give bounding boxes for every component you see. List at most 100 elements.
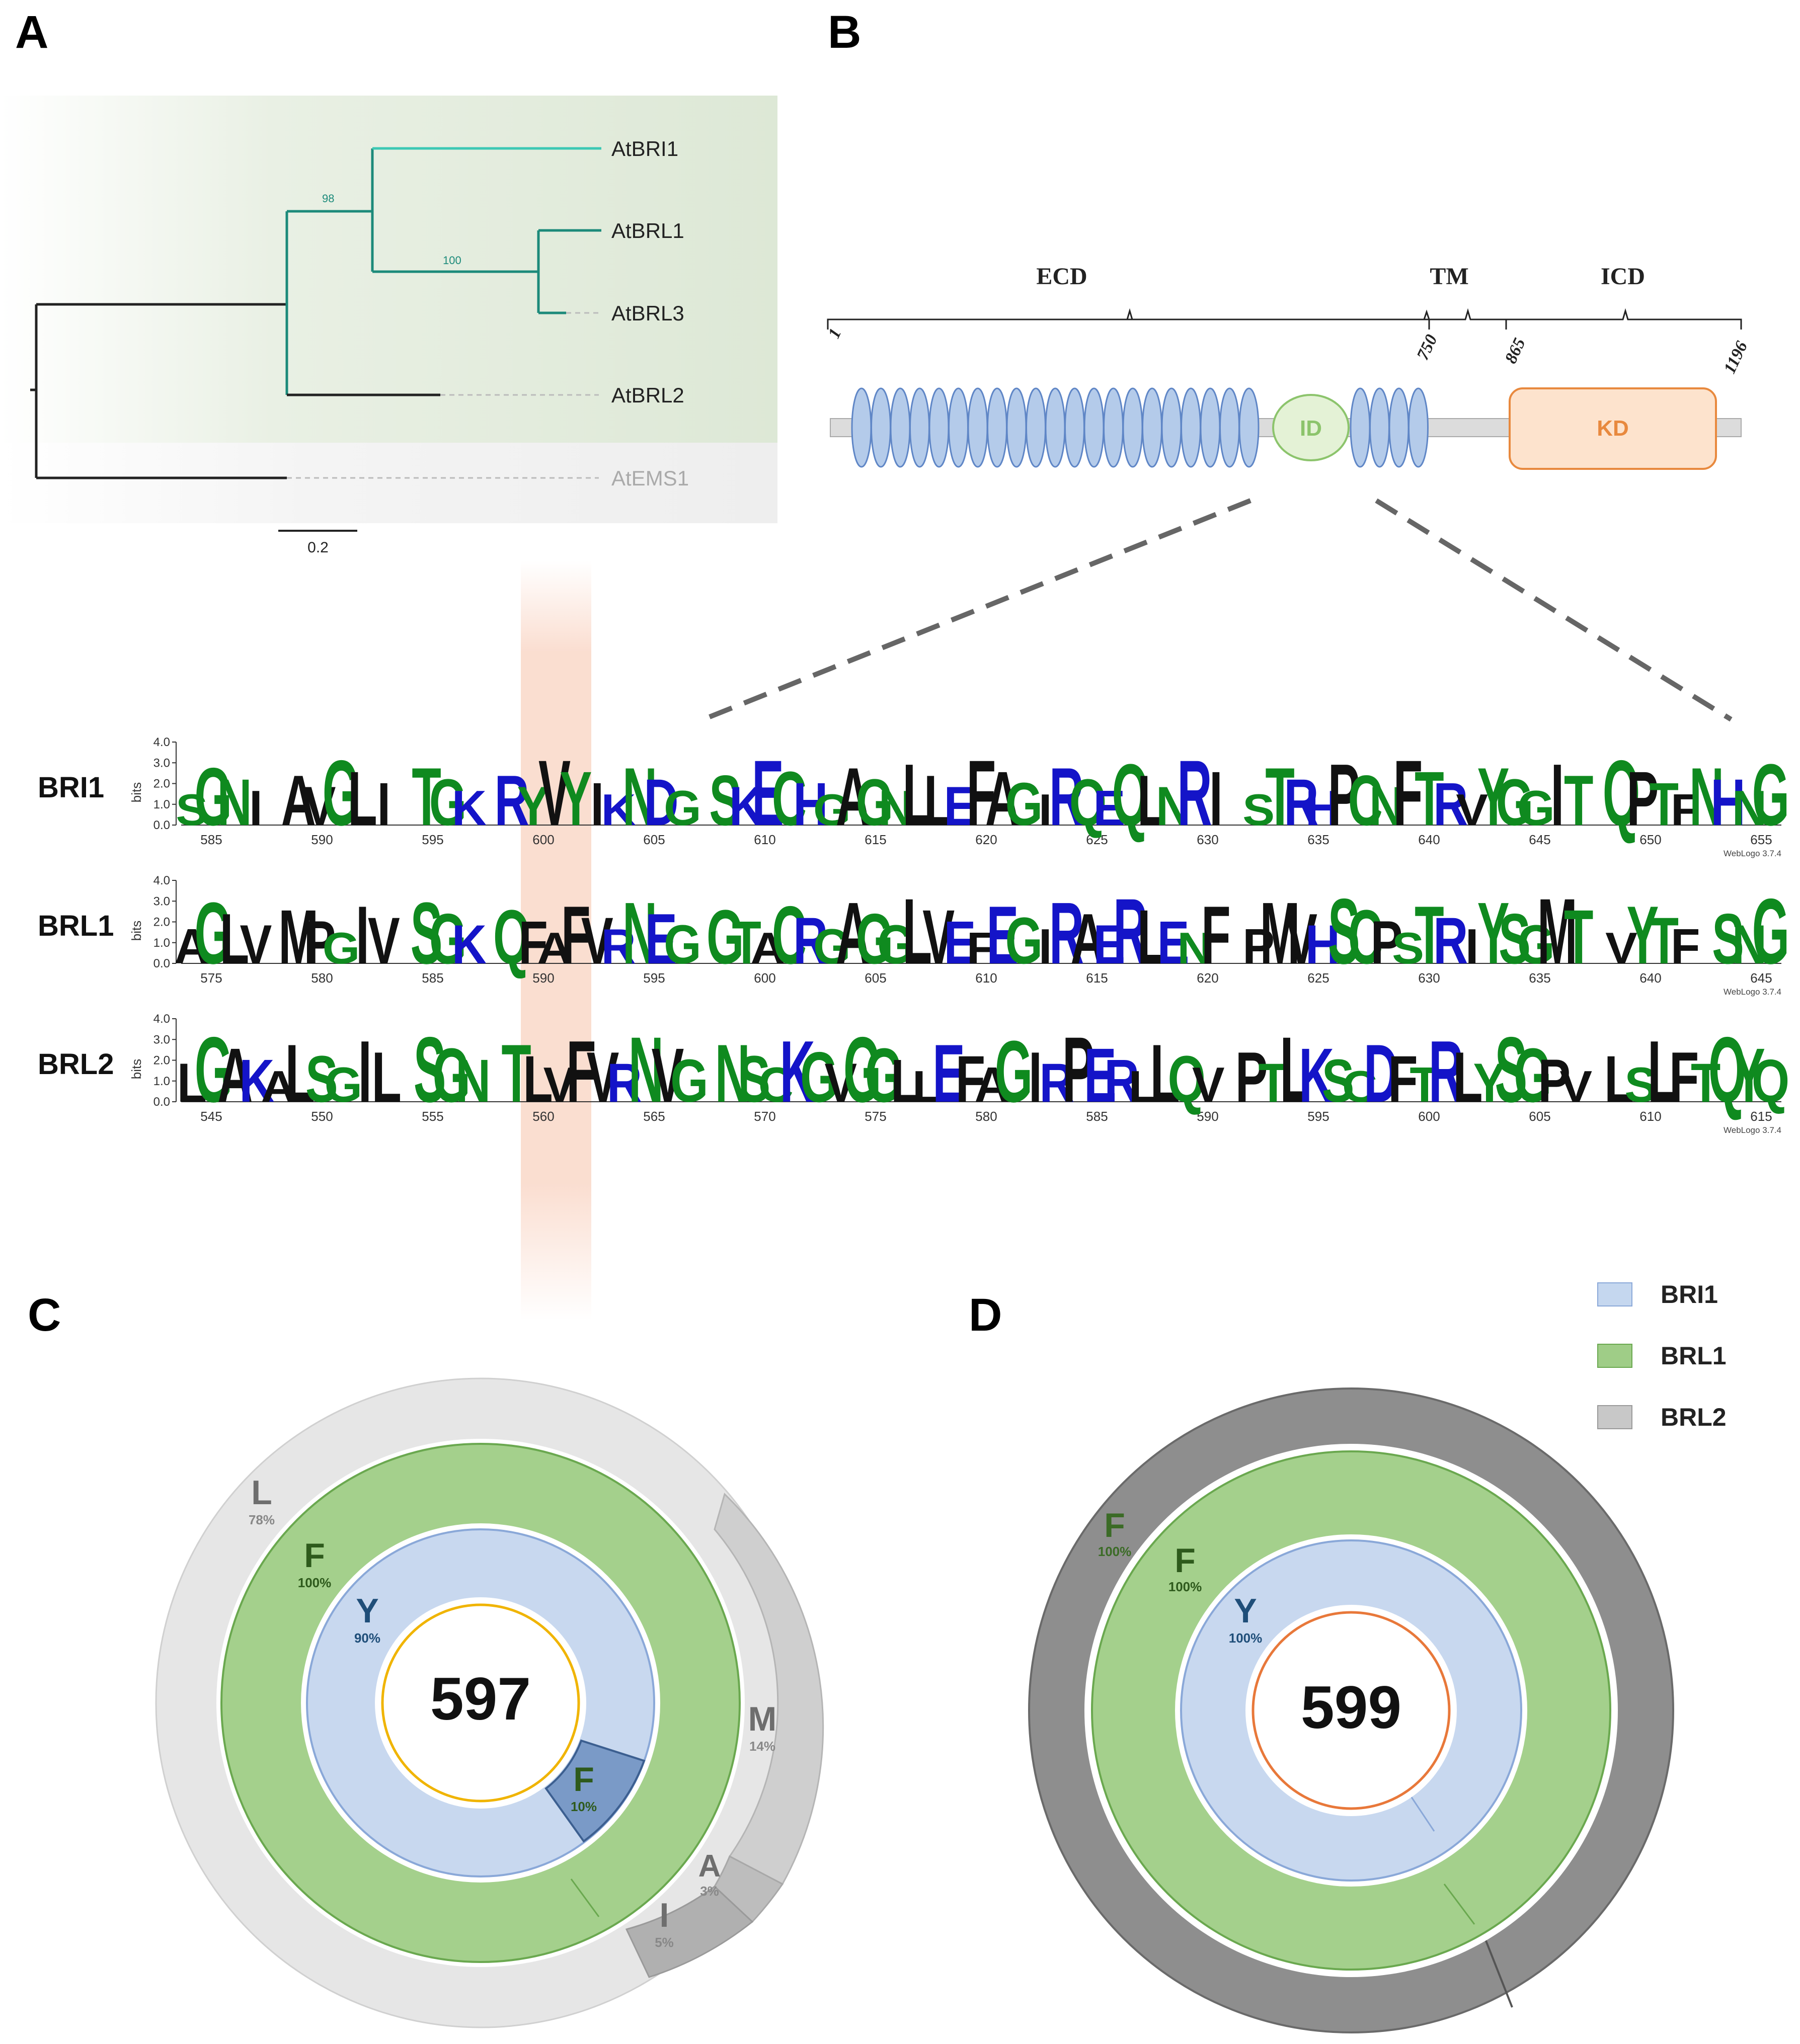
logo-xtick-label: 640 [1418, 832, 1440, 847]
leaf-atbrl2: AtBRL2 [611, 383, 684, 407]
donut-hole-d [1245, 1605, 1457, 1816]
logo-letter: G [856, 766, 893, 839]
logo-letter: S [1712, 898, 1744, 978]
logo-letter: G [865, 1033, 903, 1119]
logo-letter: N [622, 884, 657, 983]
logo-letter: Y [1477, 884, 1510, 983]
logo-letter: G [813, 786, 850, 835]
logo-letter: V [368, 904, 400, 977]
legend-label-brl2: BRL2 [1661, 1403, 1727, 1431]
logo-xtick-label: 615 [865, 832, 886, 847]
logo-row-label: BRI1 [38, 771, 104, 804]
logo-xtick-label: 635 [1307, 832, 1329, 847]
logo-letter: L [903, 880, 932, 984]
logo-letter: G [664, 780, 701, 836]
logo-ytick-label: 1.0 [153, 1075, 170, 1088]
lrr-ellipse [1083, 387, 1105, 468]
logo-letter: L [348, 756, 377, 842]
logo-letter: K [239, 1047, 274, 1115]
lrr-ellipse [1122, 387, 1143, 468]
logo-letter: I [1209, 756, 1223, 842]
lrr-repeats [851, 387, 1429, 468]
logo-letter: S [1328, 880, 1360, 984]
logo-ytick-label: 3.0 [153, 894, 170, 908]
logo-letter: A [261, 1061, 296, 1111]
logo-xtick-label: 615 [1750, 1109, 1772, 1124]
logo-letter: G [194, 884, 231, 983]
lrr-ellipse [909, 387, 930, 468]
logo-letter: Q [1752, 1047, 1789, 1115]
logo-letter: G [670, 1047, 708, 1115]
logo-letter: K [780, 1022, 815, 1120]
logo-letter: M [1537, 880, 1578, 984]
logo-letter: G [664, 914, 701, 975]
logo-letter: G [800, 1037, 838, 1117]
logo-letter: G [194, 752, 231, 843]
logo-letter: V [538, 742, 571, 845]
logo-letter: N [1177, 924, 1212, 973]
logo-letter: M [278, 894, 319, 980]
logo-ytick-label: 2.0 [153, 916, 170, 929]
logo-letter: E [986, 890, 1019, 982]
logo-letter: S [176, 786, 208, 835]
label-bri1-f: F [573, 1760, 594, 1798]
bootstrap-98: 98 [322, 192, 334, 205]
pct-brl2-a: 3% [700, 1884, 719, 1899]
lrr-ellipse [948, 387, 969, 468]
logo-letter: L [372, 1037, 402, 1117]
logo-letter: G [1517, 914, 1554, 975]
logo-letter: Y [560, 756, 592, 842]
logo-letter: R [1039, 1051, 1074, 1113]
logo-letter: N [1732, 780, 1767, 836]
logo-letter: V [304, 775, 336, 837]
logo-letter: P [1626, 756, 1659, 842]
lrr-ellipse [1369, 387, 1390, 468]
logo-letter: F [1393, 742, 1423, 845]
logo-letter: Q [493, 894, 530, 980]
position-1: 1 [825, 325, 845, 341]
logo-letter: S [305, 1043, 338, 1116]
tm-bracket [1428, 308, 1507, 330]
logo-xtick-label: 570 [754, 1109, 775, 1124]
logo-ytick-label: 2.0 [153, 1054, 170, 1068]
donut-chart-599: 599 F 100% F 100% Y 100% [1028, 1387, 1674, 2033]
logo-xtick-label: 605 [1529, 1109, 1550, 1124]
logo-letter: L [891, 1047, 920, 1115]
logo-letter: F [1671, 786, 1700, 835]
legend: BRI1 BRL1 BRL2 [1597, 1280, 1727, 1431]
logo-letter: A [175, 919, 209, 974]
zoom-line-right [1375, 498, 1733, 722]
logo-xtick-label: 630 [1197, 832, 1218, 847]
logo-letter: L [285, 1028, 315, 1119]
logo-letter: G [325, 1056, 362, 1112]
logo-letter: I [249, 780, 263, 836]
logo-letter: T [1265, 752, 1294, 843]
logo-letter: F [1671, 919, 1700, 974]
logo-xtick-label: 625 [1086, 832, 1108, 847]
logo-letter: N [1732, 914, 1767, 975]
logo-ytick-label: 0.0 [153, 1095, 170, 1109]
logo-letter: Q [1112, 746, 1149, 844]
logo-xtick-label: 635 [1529, 970, 1550, 986]
logo-letter: F [561, 890, 590, 982]
clade-background [0, 96, 777, 443]
logo-letter: S [709, 760, 741, 840]
label-brl1-f-d: F [1175, 1541, 1196, 1580]
logo-letter: V [922, 894, 955, 980]
logo-letter: L [1453, 1037, 1482, 1117]
logo-letter: A [537, 924, 572, 973]
lrr-ellipse [871, 387, 891, 468]
logo-letter: R [1433, 771, 1468, 839]
logo-letter: C [1342, 1061, 1377, 1111]
logo-xtick-label: 625 [1307, 970, 1329, 986]
logo-xtick-label: 620 [975, 832, 997, 847]
logo-ytick-label: 4.0 [153, 1012, 170, 1026]
legend-label-bri1: BRI1 [1661, 1280, 1718, 1309]
logo-letter: C [772, 756, 807, 842]
logo-letter: A [217, 1033, 253, 1119]
lrr-ellipse [1350, 387, 1371, 468]
logo-letter: R [1284, 766, 1318, 839]
logo-letter: G [1517, 780, 1554, 836]
pct-brl2-l: 78% [249, 1512, 275, 1527]
lrr-ellipse [928, 387, 950, 468]
